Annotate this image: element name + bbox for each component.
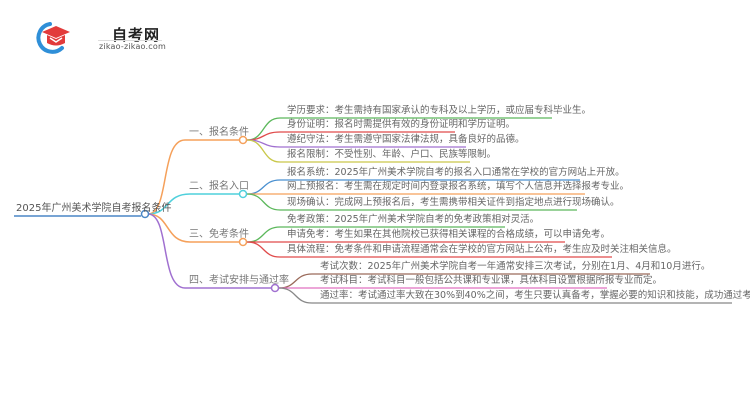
leaf-exemption-process[interactable]: 具体流程：免考条件和申请流程通常会在学校的官方网站上公布，考生应及时关注相关信息… [287, 244, 677, 255]
leaf-apply-exemption[interactable]: 申请免考：考生如果在其他院校已获得相关课程的合格成绩，可以申请免考。 [287, 229, 611, 240]
section-3-node[interactable] [238, 237, 248, 247]
root-node[interactable] [140, 209, 150, 219]
brand-name: 自考网 [112, 26, 161, 44]
leaf-exam-frequency[interactable]: 考试次数：2025年广州美术学院自考一年通常安排三次考试，分别在1月、4月和10… [320, 261, 711, 272]
section-3-label[interactable]: 三、免考条件 [189, 229, 249, 240]
leaf-law-abiding[interactable]: 遵纪守法：考生需遵守国家法律法规，具备良好的品德。 [287, 134, 525, 145]
leaf-exam-subjects[interactable]: 考试科目：考试科目一般包括公共课和专业课，具体科目设置根据所报专业而定。 [320, 275, 663, 286]
section-2-node[interactable] [238, 189, 248, 199]
graduation-cap-icon [36, 22, 70, 54]
leaf-online-preregistration[interactable]: 网上预报名：考生需在规定时间内登录报名系统，填写个人信息并选择报考专业。 [287, 181, 630, 192]
leaf-registration-system[interactable]: 报名系统：2025年广州美术学院自考的报名入口通常在学校的官方网站上开放。 [287, 167, 625, 178]
leaf-education-requirement[interactable]: 学历要求：考生需持有国家承认的专科及以上学历，或应届专科毕业生。 [287, 105, 592, 116]
brand-divider [98, 40, 162, 41]
section-4-node[interactable] [270, 283, 280, 293]
root-topic[interactable]: 2025年广州美术学院自考报名条件 [16, 203, 172, 214]
leaf-onsite-confirmation[interactable]: 现场确认：完成网上预报名后，考生需携带相关证件到指定地点进行现场确认。 [287, 197, 620, 208]
leaf-exemption-policy[interactable]: 免考政策：2025年广州美术学院自考的免考政策相对灵活。 [287, 214, 540, 225]
leaf-registration-limits[interactable]: 报名限制：不受性别、年龄、户口、民族等限制。 [287, 149, 497, 160]
section-1-label[interactable]: 一、报名条件 [189, 127, 249, 138]
site-logo[interactable]: 自考网 zikao-zikao.com [32, 22, 192, 54]
leaf-pass-rate[interactable]: 通过率：考试通过率大致在30%到40%之间，考生只要认真备考，掌握必要的知识和技… [320, 290, 750, 301]
section-4-label[interactable]: 四、考试安排与通过率 [189, 275, 289, 286]
brand-domain: zikao-zikao.com [99, 42, 166, 51]
section-2-label[interactable]: 二、报名入口 [189, 181, 249, 192]
section-1-node[interactable] [238, 135, 248, 145]
leaf-identity-proof[interactable]: 身份证明：报名时需提供有效的身份证明和学历证明。 [287, 119, 516, 130]
